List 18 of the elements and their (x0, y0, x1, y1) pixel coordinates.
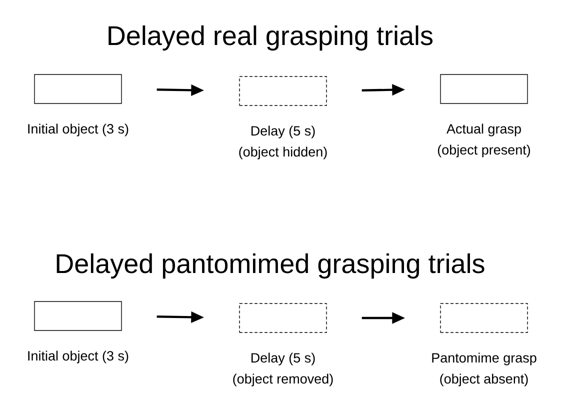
heading: Delayed real grasping trials (108, 25, 433, 51)
heading: Delayed pantomimed grasping trials (56, 253, 484, 279)
node-label: (object present) (438, 144, 530, 158)
node-label: Pantomime grasp (432, 352, 536, 366)
object-box (239, 303, 327, 333)
node-label: (object absent) (440, 374, 528, 386)
node-label: Actual grasp (446, 124, 521, 136)
object-box (440, 303, 528, 333)
object-box (239, 76, 327, 106)
node-label: (object hidden) (239, 146, 327, 160)
object-box (34, 301, 122, 331)
object-box (440, 74, 528, 104)
node-label: Initial object (3 s) (28, 350, 128, 364)
node-label: Initial object (3 s) (28, 124, 128, 136)
node-label: Delay (5 s) (251, 126, 315, 138)
object-box (34, 74, 122, 104)
node-label: (object removed) (233, 374, 333, 386)
node-label: Delay (5 s) (251, 352, 315, 366)
